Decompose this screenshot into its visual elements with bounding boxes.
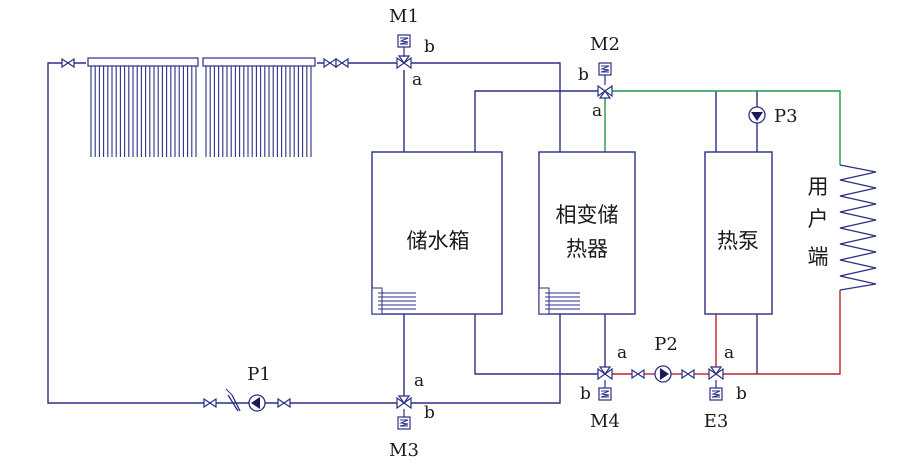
valve-e3-port-a: a (724, 343, 734, 363)
user-end-radiator: 用 户 端 (808, 164, 877, 291)
pump-p1-label: P1 (247, 364, 271, 385)
phase-change-storage: 相变储 热器 (538, 151, 636, 315)
phase-change-label-line1: 相变储 (556, 203, 619, 227)
valve-m4: M4 a b (580, 343, 627, 432)
valve-m3-port-b: b (424, 403, 435, 423)
storage-tank-coil (371, 287, 416, 315)
valve-m3: M3 a b (389, 371, 435, 461)
pump-p3-label: P3 (774, 106, 798, 127)
hot-pipe-network (611, 290, 841, 375)
user-end-label-line3: 端 (808, 245, 829, 269)
solar-collector-array (87, 57, 316, 157)
valve-e3-label: E3 (704, 411, 729, 432)
valve-m3-label: M3 (389, 440, 419, 461)
supply-pipe-network (604, 90, 841, 165)
check-valve (225, 388, 241, 412)
heat-pump-label: 热泵 (717, 229, 759, 253)
valve-m2-port-b: b (578, 65, 589, 85)
heat-pump: 热泵 (704, 151, 773, 315)
pump-p3: P3 (748, 106, 798, 127)
valve-m1-port-b: b (424, 37, 435, 57)
valve-m3-port-a: a (414, 371, 424, 391)
solar-collector-right (202, 57, 316, 157)
pipe-user-return (722, 290, 841, 375)
phase-change-coil (538, 287, 580, 315)
pump-p1: P1 (247, 364, 271, 412)
valve-m2-label: M2 (590, 34, 620, 55)
solar-collector-left (87, 57, 199, 157)
storage-tank-label: 储水箱 (407, 229, 470, 253)
valve-m4-port-a: a (617, 343, 627, 363)
phase-change-label-line2: 热器 (566, 237, 608, 261)
valve-m4-label: M4 (590, 411, 620, 432)
user-end-label-line2: 户 (808, 207, 829, 231)
valve-m4-port-b: b (580, 384, 591, 404)
storage-tank: 储水箱 (371, 151, 503, 315)
pipe-user-supply (611, 90, 841, 165)
valve-m2: M2 b a (578, 34, 620, 121)
valve-e3: E3 a b (704, 343, 747, 432)
valve-e3-port-b: b (736, 384, 747, 404)
valve-m1-port-a: a (412, 70, 422, 90)
pump-p2-label: P2 (654, 334, 678, 355)
valve-m1: M1 b a (389, 6, 435, 90)
user-end-label-line1: 用 (808, 175, 829, 199)
valve-m2-port-a: a (592, 101, 602, 121)
valve-m1-label: M1 (389, 6, 419, 27)
pump-p2: P2 (654, 334, 678, 383)
